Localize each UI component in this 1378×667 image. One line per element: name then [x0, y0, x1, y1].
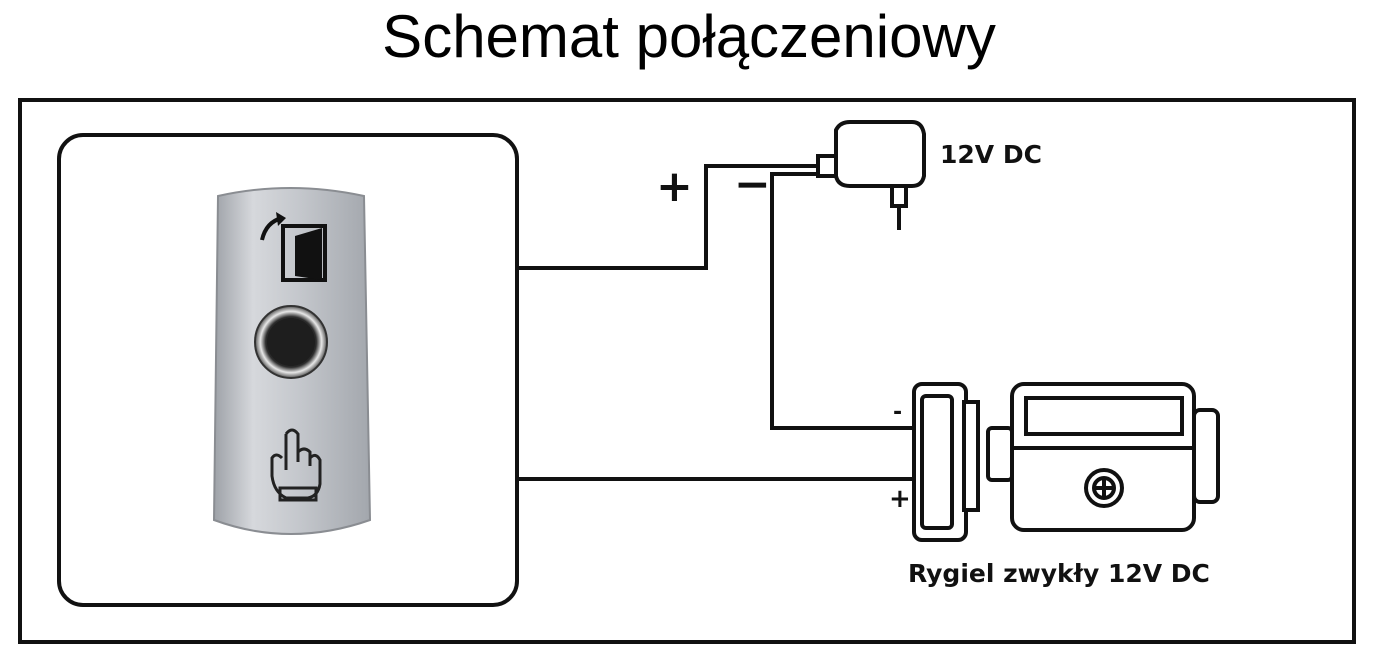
door-exit-icon [260, 212, 327, 282]
power-supply-device [816, 120, 926, 230]
power-supply-label: 12V DC [940, 140, 1042, 169]
lock-minus-sign: - [893, 400, 903, 425]
lock-label: Rygiel zwykły 12V DC [908, 559, 1210, 588]
exit-button-device [212, 187, 372, 535]
electric-lock-device [912, 382, 1220, 542]
wire-button-plus [519, 164, 826, 270]
wires [519, 164, 916, 481]
supply-plus-sign: + [656, 161, 693, 212]
diagram-title: Schemat połączeniowy [382, 3, 996, 70]
diagram-frame [18, 98, 1356, 644]
wire-supply-minus-to-lock [770, 172, 916, 430]
supply-minus-sign: − [734, 159, 771, 210]
lock-plus-sign: + [889, 484, 911, 514]
push-button-icon [254, 305, 328, 379]
hand-pointer-icon [270, 428, 322, 502]
